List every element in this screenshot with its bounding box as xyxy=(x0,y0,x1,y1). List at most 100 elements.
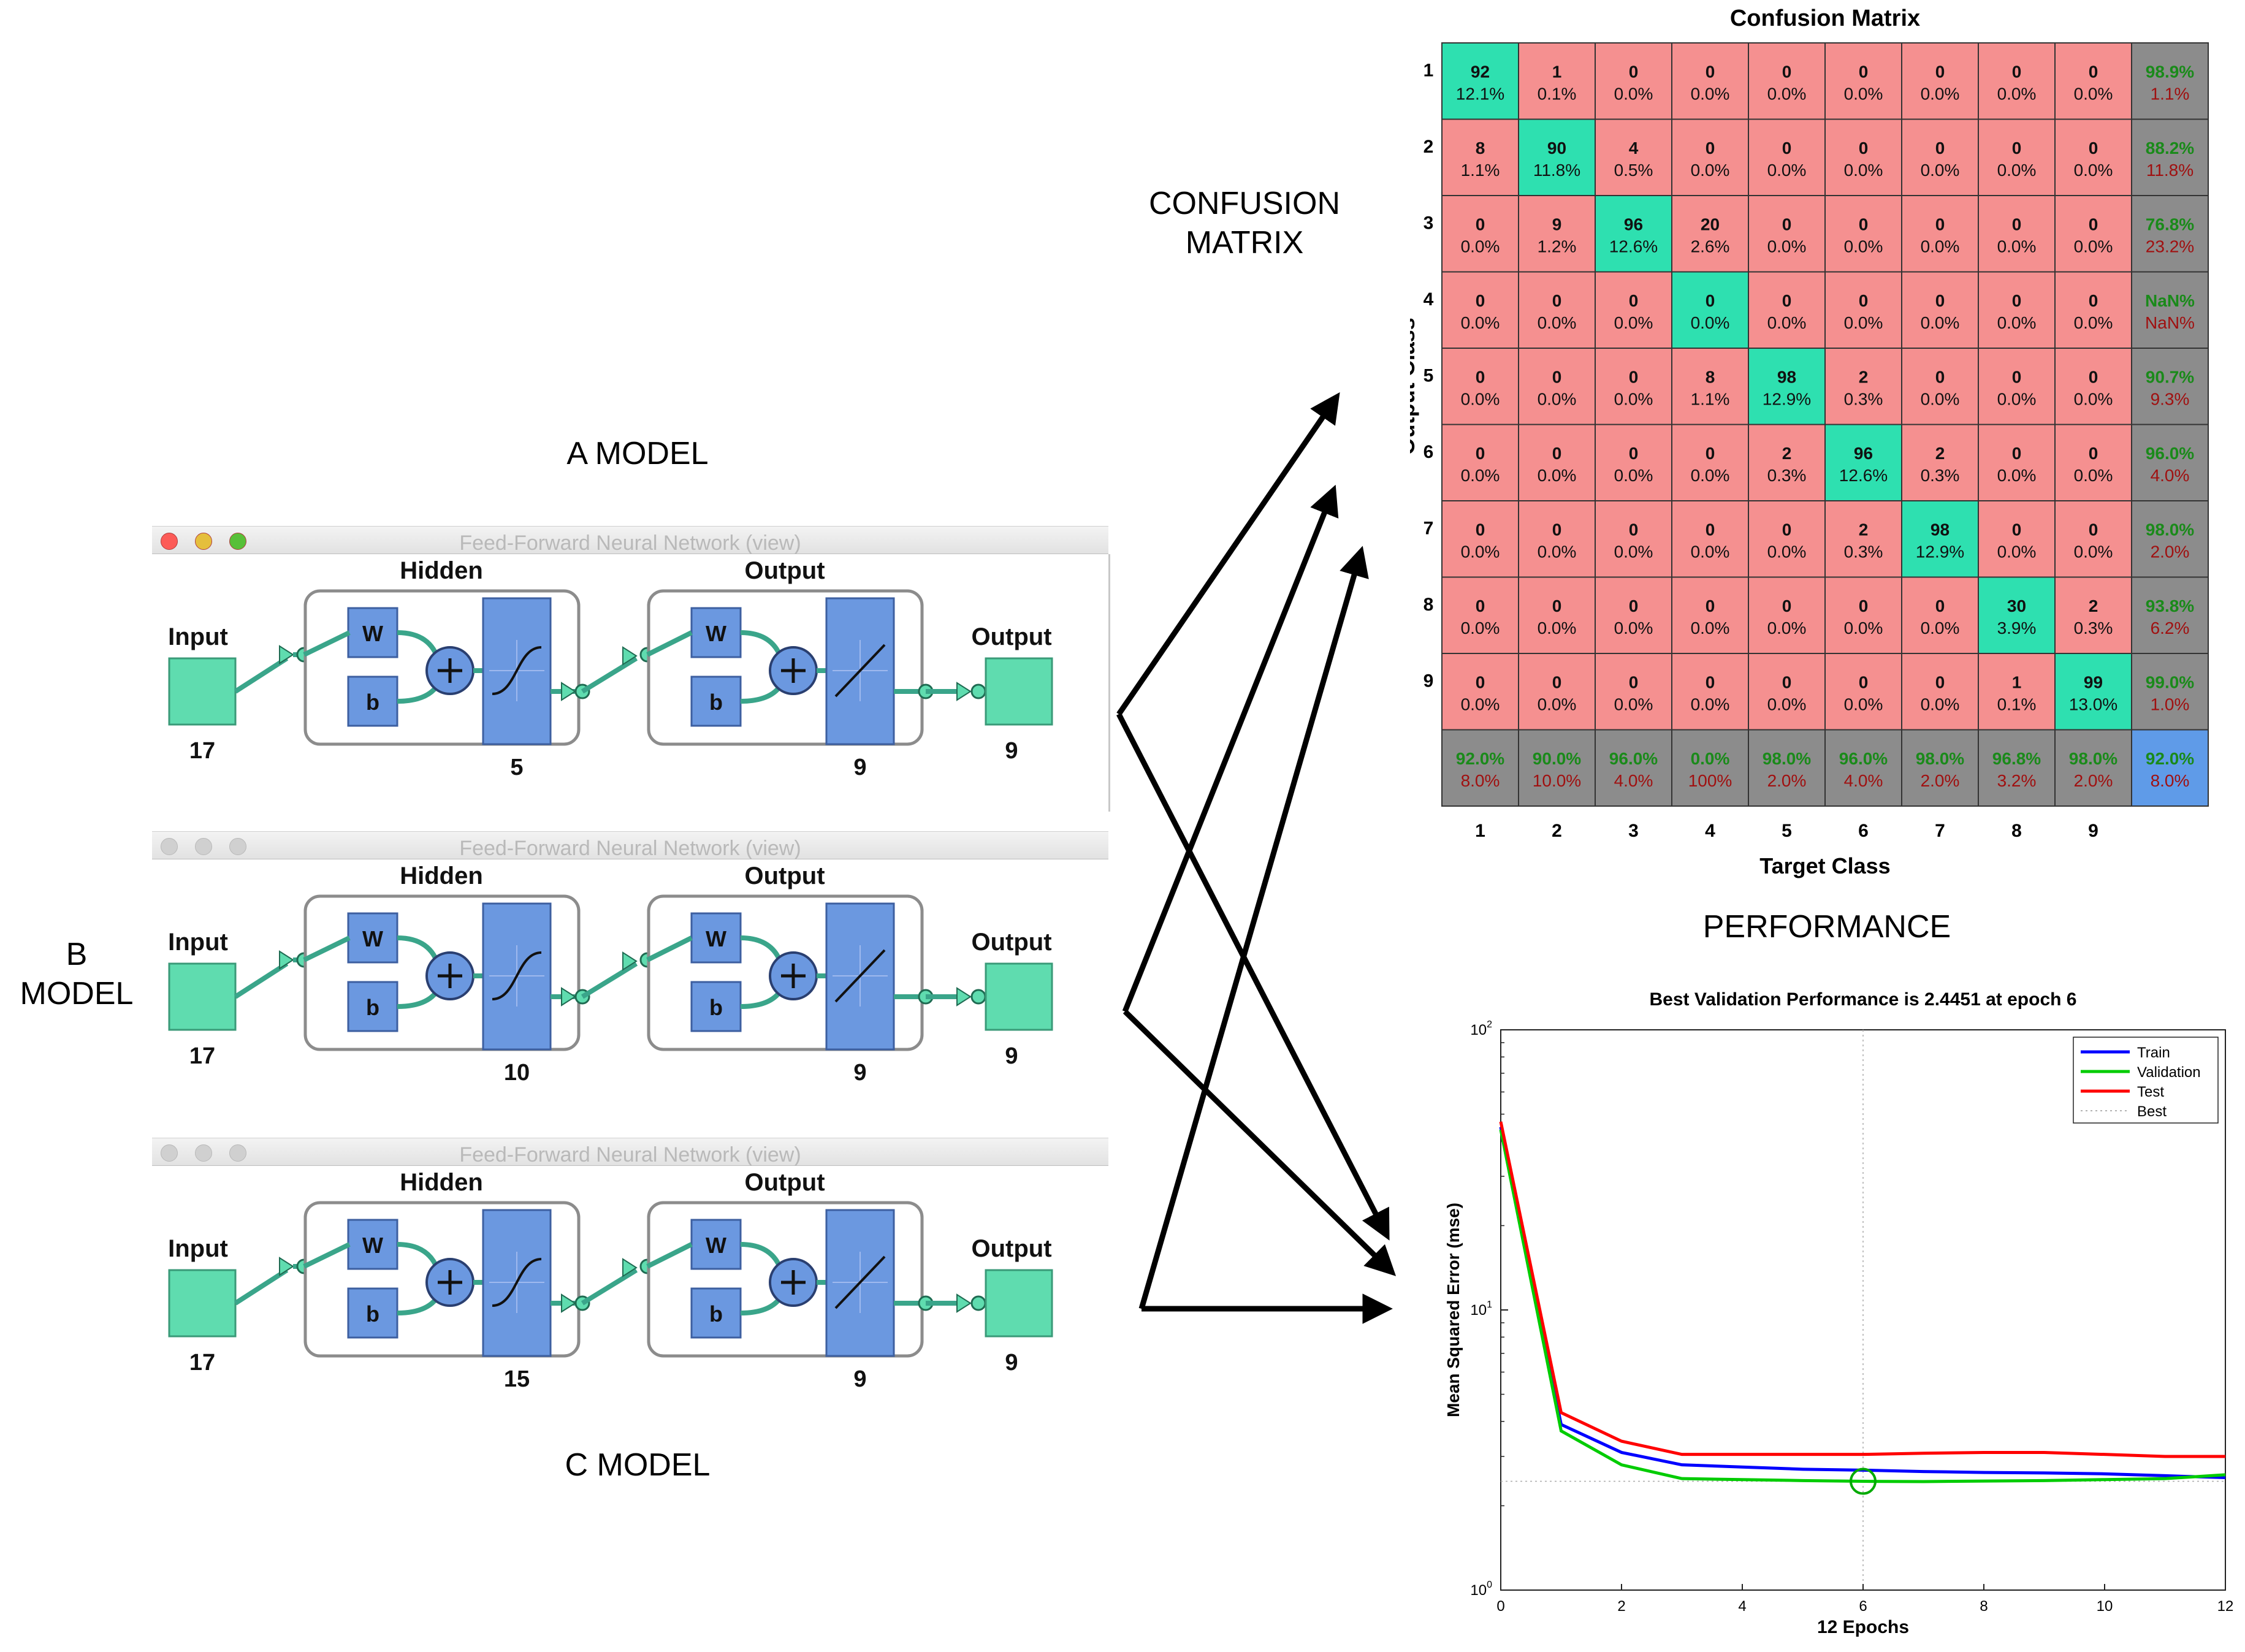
output-layer-label: Output xyxy=(744,557,825,584)
hidden-layer-size: 15 xyxy=(504,1366,530,1392)
cell-percent: 3.2% xyxy=(1997,771,2037,790)
output-layer-size: 9 xyxy=(853,755,866,780)
confusion-cell xyxy=(2054,271,2132,349)
cell-count: 98 xyxy=(1931,520,1950,539)
arrow-head-icon xyxy=(561,1293,576,1313)
network-window-b[interactable]: Feed-Forward Neural Network (view) Input 1… xyxy=(152,831,1108,1119)
confusion-cell xyxy=(1518,576,1596,654)
confusion-matrix-caption: CONFUSION MATRIX xyxy=(1122,184,1367,262)
confusion-cell xyxy=(1671,118,1749,196)
cell-percent: 0.0% xyxy=(1767,237,1807,256)
output-layer-size: 9 xyxy=(853,1060,866,1086)
cell-percent: 0.0% xyxy=(1997,466,2037,485)
confusion-cell xyxy=(2054,500,2132,578)
y-tick-label: 102 xyxy=(1470,1019,1492,1038)
zoom-icon[interactable] xyxy=(229,533,246,550)
x-tick-label: 6 xyxy=(1859,1598,1867,1615)
arrow-head-icon xyxy=(622,1258,638,1277)
confusion-cell xyxy=(1824,576,1902,654)
cell-percent: 0.0% xyxy=(1614,466,1653,485)
close-icon[interactable] xyxy=(161,838,178,855)
input-label: Input xyxy=(168,623,228,650)
bias-label: b xyxy=(366,690,379,715)
bias-label: b xyxy=(709,995,723,1020)
cell-count: 0 xyxy=(1859,672,1869,691)
cell-count: 96.0% xyxy=(1609,749,1658,768)
cell-count: 0 xyxy=(1706,139,1715,158)
confusion-cell xyxy=(1824,195,1902,273)
cell-count: 0 xyxy=(1476,367,1485,386)
hidden-layer-label: Hidden xyxy=(400,862,483,889)
confusion-cell xyxy=(1824,500,1902,578)
window-titlebar[interactable]: Feed-Forward Neural Network (view) xyxy=(152,831,1108,860)
cell-count: 0 xyxy=(1706,596,1715,615)
confusion-cell xyxy=(1595,348,1672,425)
window-titlebar[interactable]: Feed-Forward Neural Network (view) xyxy=(152,526,1108,555)
b-model-caption: B MODEL xyxy=(0,935,153,1013)
y-tick-label: 6 xyxy=(1424,442,1434,462)
minimize-icon[interactable] xyxy=(195,838,212,855)
cell-percent: 0.0% xyxy=(1691,695,1730,714)
cell-count: 0 xyxy=(1552,672,1562,691)
cell-percent: 0.0% xyxy=(1921,313,1960,332)
confusion-cell xyxy=(1824,653,1902,731)
c-model-caption: C MODEL xyxy=(565,1447,711,1483)
confusion-caption-line2: MATRIX xyxy=(1185,225,1304,261)
cell-percent: 0.0% xyxy=(2074,466,2113,485)
cell-percent: 0.0% xyxy=(1538,619,1577,638)
zoom-icon[interactable] xyxy=(229,1144,246,1162)
cell-count: 98.9% xyxy=(2146,62,2194,81)
arrow-head-icon xyxy=(561,682,576,701)
confusion-cell xyxy=(1671,500,1749,578)
x-tick-label: 4 xyxy=(1705,821,1715,841)
cell-percent: 0.0% xyxy=(1844,619,1883,638)
confusion-cell xyxy=(1901,653,1979,731)
cell-count: 0 xyxy=(1552,444,1562,463)
row-summary-cell xyxy=(2131,500,2209,578)
legend-entry: Best xyxy=(2137,1103,2167,1120)
confusion-cell-correct xyxy=(2054,653,2132,731)
output-size: 9 xyxy=(1005,738,1018,764)
cell-percent: 0.0% xyxy=(1461,313,1500,332)
bias-box xyxy=(347,981,398,1032)
confusion-cell xyxy=(1824,348,1902,425)
cell-percent: 0.3% xyxy=(2074,619,2113,638)
b-model-caption-line1: B xyxy=(66,937,88,972)
connector-line xyxy=(234,1268,289,1306)
input-label: Input xyxy=(168,1235,228,1262)
cell-count: 0 xyxy=(1629,520,1639,539)
cell-percent: 0.0% xyxy=(1767,161,1807,180)
confusion-cell xyxy=(1518,424,1596,501)
close-icon[interactable] xyxy=(161,1144,178,1162)
window-titlebar[interactable]: Feed-Forward Neural Network (view) xyxy=(152,1138,1108,1167)
window-title: Feed-Forward Neural Network (view) xyxy=(459,837,801,860)
y-tick-label: 7 xyxy=(1424,518,1434,538)
cell-percent: 0.0% xyxy=(1921,389,1960,408)
confusion-cell xyxy=(1978,424,2056,501)
close-icon[interactable] xyxy=(161,533,178,550)
network-window-c[interactable]: Feed-Forward Neural Network (view) Input 1… xyxy=(152,1138,1108,1426)
minimize-icon[interactable] xyxy=(195,1144,212,1162)
output-label: Output xyxy=(971,929,1051,956)
y-tick-exponent: 2 xyxy=(1487,1019,1492,1030)
cell-percent: NaN% xyxy=(2145,313,2195,332)
hidden-layer-size: 10 xyxy=(504,1060,530,1086)
cell-count: 96 xyxy=(1624,215,1643,234)
row-summary-cell xyxy=(2131,653,2209,731)
confusion-cell xyxy=(1978,653,2056,731)
cell-percent: 0.0% xyxy=(1997,389,2037,408)
minimize-icon[interactable] xyxy=(195,533,212,550)
zoom-icon[interactable] xyxy=(229,838,246,855)
cell-count: 0 xyxy=(1629,291,1639,310)
bias-box xyxy=(347,676,398,727)
input-label: Input xyxy=(168,929,228,956)
cell-count: 0 xyxy=(1706,444,1715,463)
cell-count: 98.0% xyxy=(2146,520,2194,539)
x-axis-label: 12 Epochs xyxy=(1817,1617,1909,1637)
cell-percent: 0.0% xyxy=(1997,313,2037,332)
confusion-cell xyxy=(2054,118,2132,196)
